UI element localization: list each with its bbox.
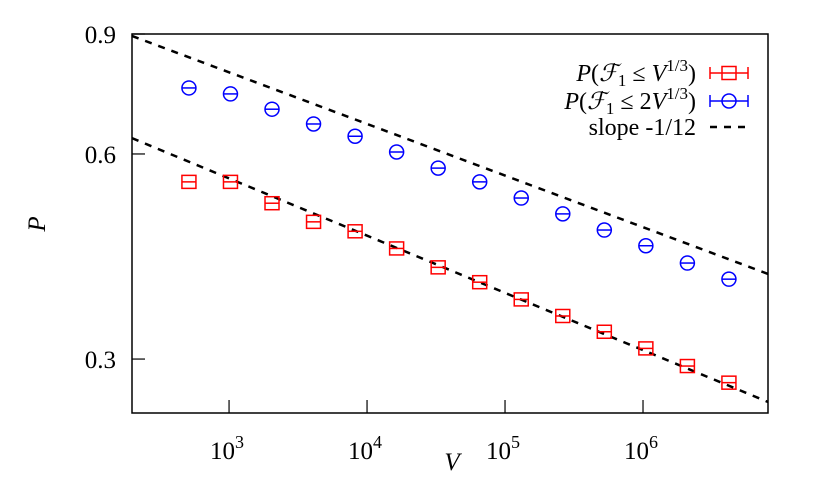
y-axis: 0.9 0.6 0.3 [85, 22, 145, 374]
plot-frame [131, 33, 769, 414]
legend-entry: P(ℱ1 ≤ 2V1/3) [563, 84, 749, 118]
data-point [638, 341, 654, 356]
data-point [679, 255, 696, 271]
y-tick-label: 0.3 [85, 347, 116, 374]
data-point [721, 375, 737, 390]
data-point [222, 174, 239, 190]
series-square [181, 174, 737, 390]
data-point [305, 214, 322, 230]
data-point [305, 116, 322, 132]
legend-entry: P(ℱ1 ≤ V1/3) [575, 56, 749, 90]
series-circle [181, 80, 737, 287]
legend-entry-fit: slope -1/12 [589, 115, 748, 141]
data-point [555, 308, 571, 324]
x-tick-label: 106 [624, 432, 658, 465]
data-point [596, 222, 613, 238]
data-point [471, 274, 488, 290]
x-tick-label: 105 [486, 432, 520, 465]
data-point [555, 206, 571, 222]
fit-line [131, 34, 769, 276]
data-point [430, 160, 446, 176]
data-point [471, 174, 488, 190]
fit-line [131, 136, 769, 404]
y-tick-label: 0.9 [85, 22, 116, 49]
data-point [264, 101, 280, 117]
x-tick-label: 103 [210, 432, 244, 465]
data-point [513, 190, 529, 206]
y-tick-label: 0.6 [85, 142, 116, 169]
data-series [181, 80, 737, 390]
y-axis-label: P [24, 216, 51, 232]
legend-label: P(ℱ1 ≤ V1/3) [575, 56, 696, 90]
x-axis: 103 104 105 106 [210, 400, 658, 465]
legend: P(ℱ1 ≤ V1/3)P(ℱ1 ≤ 2V1/3)slope -1/12 [563, 56, 749, 141]
data-point [721, 271, 737, 287]
data-point [181, 80, 197, 96]
x-tick-label: 104 [348, 432, 382, 465]
data-point [638, 237, 654, 254]
x-axis-label: V [444, 449, 462, 476]
data-point [347, 128, 363, 145]
data-point [181, 174, 197, 190]
data-point [513, 292, 529, 307]
legend-label: P(ℱ1 ≤ 2V1/3) [563, 84, 696, 118]
data-point [347, 224, 363, 239]
legend-symbol [709, 93, 749, 109]
data-point [388, 144, 405, 160]
data-point [388, 241, 405, 256]
data-point [264, 195, 280, 211]
data-point [222, 86, 239, 102]
data-point [430, 260, 446, 275]
data-point [596, 324, 613, 340]
data-point [679, 358, 696, 374]
legend-label: slope -1/12 [589, 115, 696, 141]
legend-symbol [709, 65, 749, 81]
